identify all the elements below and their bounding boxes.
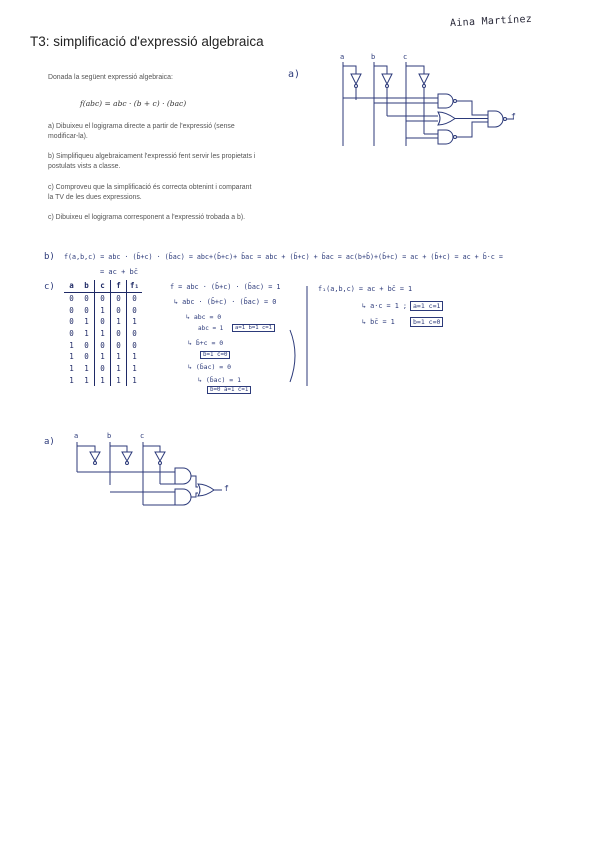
page-title: T3: simplificació d'expressió algebraica [30, 34, 264, 49]
middle-line-5: ↳ b̄+c = 0 [188, 339, 224, 347]
table-cell: 0 [110, 339, 127, 352]
statement-item-d: c) Dibuixeu el logigrama corresponent a … [48, 214, 246, 221]
circuit1-input-b: b [371, 53, 376, 61]
table-cell: 1 [79, 316, 95, 328]
table-cell: 1 [69, 352, 74, 362]
col-a: a [64, 280, 79, 293]
middle-box-1: a=1 b=1 c=1 [232, 324, 276, 332]
table-cell: 0 [94, 362, 111, 375]
answer-d-label: a) [44, 437, 55, 447]
col-c: c [94, 280, 111, 293]
table-cell: 1 [94, 374, 111, 387]
circuit2-logigram [76, 442, 222, 506]
table-cell: 0 [69, 305, 74, 315]
table-cell: 0 [79, 351, 95, 363]
right-line-3: ↳ bc̄ = 1 [362, 318, 395, 326]
table-cell: 0 [79, 292, 95, 305]
answer-c-label: c) [44, 282, 55, 292]
table-cell: 1 [69, 340, 74, 350]
table-cell: 0 [132, 340, 137, 350]
table-cell: 1 [94, 351, 111, 363]
table-cell: 0 [69, 317, 74, 327]
circuit1-input-c: c [403, 53, 408, 61]
table-cell: 1 [79, 327, 95, 340]
table-cell: 1 [110, 362, 127, 375]
answer-b-line2: = ac + bc̄ [100, 268, 138, 276]
middle-box-3: b=0 a=1 c=1 [207, 386, 252, 394]
table-cell: 1 [79, 374, 95, 387]
table-cell: 0 [94, 292, 111, 305]
statement-intro: Donada la següent expressió algebraica: [48, 74, 173, 81]
right-line-1: f₁(a,b,c) = ac + bc̄ = 1 [318, 285, 413, 293]
table-cell: 0 [69, 329, 74, 339]
statement-formula: f(abc) = abc · (b + c) · (bac) [80, 99, 187, 108]
table-cell: 1 [94, 304, 111, 317]
table-cell: 1 [132, 317, 137, 327]
circuit2-input-b: b [107, 432, 112, 440]
table-cell: 1 [110, 374, 127, 387]
statement-item-a: a) Dibuixeu el logigrama directe a parti… [48, 123, 235, 140]
table-cell: 1 [79, 362, 95, 375]
table-cell: 1 [110, 316, 127, 328]
middle-line-1: f = abc · (b̄+c) · (b̄ac) = 1 [170, 283, 281, 291]
table-cell: 0 [132, 329, 137, 339]
table-cell: 1 [132, 375, 137, 385]
circuit1-logigram [342, 62, 514, 146]
table-cell: 0 [69, 294, 74, 304]
col-f1: f₁ [126, 280, 142, 293]
table-cell: 1 [69, 364, 74, 374]
middle-line-6: ↳ (b̄ac) = 0 [188, 363, 232, 371]
right-line-2: ↳ a·c = 1 ; [362, 302, 408, 310]
statement-item-c: c) Comproveu que la simplificació és cor… [48, 184, 252, 201]
table-cell: 0 [110, 327, 127, 340]
table-cell: 0 [110, 292, 127, 305]
circuit2-output: f [224, 484, 229, 493]
statement-item-b: b) Simplifiqueu algebraicament l'express… [48, 153, 256, 170]
table-cell: 1 [94, 327, 111, 340]
circuit2-input-c: c [140, 432, 145, 440]
circuit1-input-a: a [340, 53, 345, 61]
circuit2-input-a: a [74, 432, 79, 440]
table-cell: 0 [132, 294, 137, 304]
answer-b-line1: f(a,b,c) = abc · (b̄+c) · (b̄ac) = abc+(… [64, 253, 503, 261]
table-cell: 0 [79, 339, 95, 352]
table-cell: 0 [94, 339, 111, 352]
right-box-1: a=1 c=1 [410, 301, 444, 311]
table-cell: 0 [94, 316, 111, 328]
middle-box-2: b=1 c=0 [200, 351, 231, 359]
table-cell: 1 [69, 375, 74, 385]
table-cell: 0 [110, 304, 127, 317]
middle-line-7: ↳ (b̄ac) = 1 [198, 376, 242, 384]
answer-a-label: a) [288, 69, 301, 80]
table-cell: 1 [110, 351, 127, 363]
table-cell: 1 [132, 352, 137, 362]
answer-b-label: b) [44, 252, 55, 262]
truth-table-header: a b c f f₁ [64, 280, 142, 293]
right-box-2: b=1 c=0 [410, 317, 444, 327]
middle-line-4: abc = 1 [198, 325, 224, 332]
table-cell: 0 [132, 305, 137, 315]
table-cell: 1 [132, 364, 137, 374]
table-cell: 0 [79, 304, 95, 317]
col-b: b [79, 280, 95, 293]
middle-line-3: ↳ abc = 0 [186, 313, 222, 321]
bracket-arrow [289, 329, 296, 383]
col-f: f [110, 280, 127, 293]
circuit1-output: f [511, 112, 516, 121]
middle-line-2: ↳ abc · (b̄+c) · (b̄ac) = 0 [174, 298, 277, 306]
